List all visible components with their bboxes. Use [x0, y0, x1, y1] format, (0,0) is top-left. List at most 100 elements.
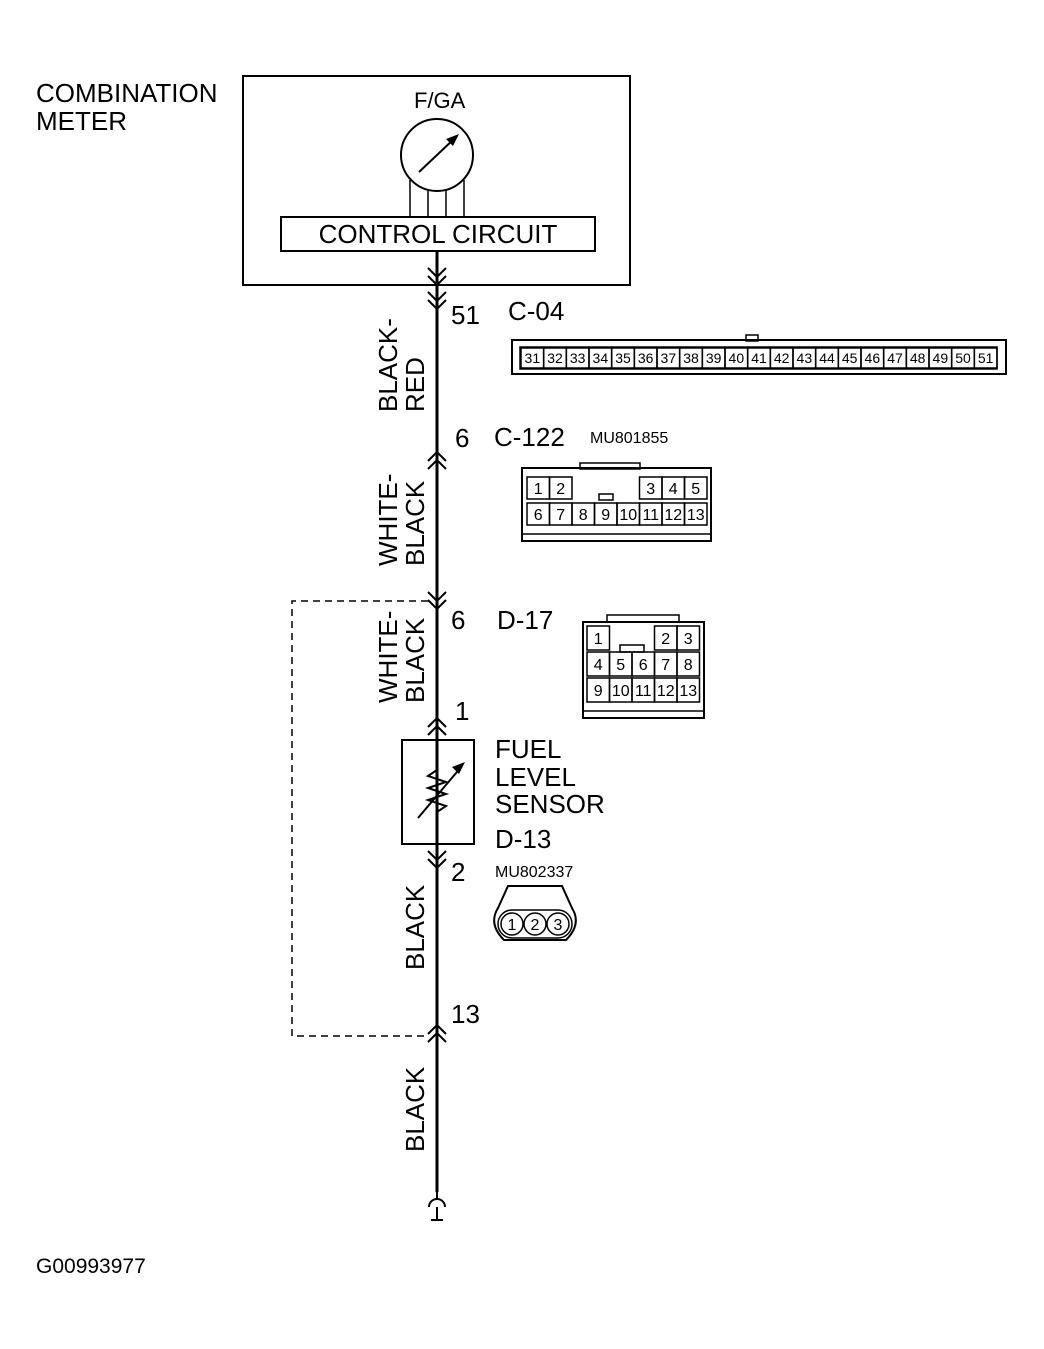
- c122-pin-7: 7: [548, 502, 573, 526]
- connector-pin-label: 11: [635, 683, 652, 700]
- d13-pin-3: 3: [546, 912, 570, 936]
- connector-pin-label: 41: [751, 350, 767, 366]
- connector-pin-label: 40: [729, 350, 745, 366]
- meter-title-line2: METER: [36, 106, 127, 136]
- connector-pin-label: 44: [819, 350, 835, 366]
- c04-pin-32: 32: [542, 347, 568, 369]
- pin-number-6-c122: 6: [455, 423, 469, 453]
- c122-pin-10: 10: [616, 502, 641, 526]
- d17-pin-9: 9: [586, 677, 611, 703]
- c04-pin-33: 33: [565, 347, 590, 369]
- c122-pin-5: 5: [683, 476, 708, 500]
- connector-pin-label: 3: [684, 631, 693, 648]
- d17-pin-11: 11: [631, 677, 656, 703]
- connector-pin-label: 33: [570, 350, 586, 366]
- connector-pin-label: 34: [593, 350, 609, 366]
- c04-pin-48: 48: [905, 347, 930, 369]
- d17-pin-5: 5: [608, 651, 633, 677]
- c122-pin-1: 1: [526, 476, 551, 500]
- wire-color-white-black-2-line2: BLACK: [400, 617, 430, 703]
- connector-pin-label: 51: [978, 350, 994, 366]
- connector-pin-label: 2: [531, 917, 540, 934]
- c04-pin-50: 50: [950, 347, 976, 369]
- connector-pin-label: 42: [774, 350, 790, 366]
- connector-pin-label: 2: [556, 481, 565, 498]
- connector-d13-name: D-13: [495, 824, 551, 854]
- connector-pin-label: 7: [661, 657, 670, 674]
- connector-pin-label: 4: [669, 481, 678, 498]
- wire-color-black-red-line1: BLACK-: [373, 318, 403, 412]
- pin-number-51: 51: [451, 300, 480, 330]
- connector-pin-label: 4: [594, 657, 603, 674]
- c122-pin-3: 3: [638, 476, 663, 500]
- c122-pin-8: 8: [571, 502, 596, 526]
- c04-pin-31: 31: [520, 347, 545, 369]
- c04-pin-49: 49: [928, 347, 953, 369]
- c04-pin-51: 51: [973, 347, 998, 369]
- connector-pin-label: 5: [691, 481, 700, 498]
- connector-pin-label: 12: [664, 507, 682, 524]
- connector-pin-label: 13: [679, 683, 697, 700]
- connector-pin-label: 38: [683, 350, 699, 366]
- connector-chevron-c122: [427, 450, 447, 470]
- figure-id: G00993977: [36, 1255, 146, 1278]
- dashed-shield-line: [291, 600, 428, 1037]
- connector-pin-label: 35: [615, 350, 631, 366]
- wire-color-black-1: BLACK: [400, 884, 430, 970]
- connector-pin-label: 1: [534, 481, 543, 498]
- d17-pin-2: 2: [653, 625, 678, 651]
- connector-pin-label: 43: [797, 350, 813, 366]
- wire-color-white-black-1-line1: WHITE-: [373, 474, 403, 566]
- c04-pin-47: 47: [882, 347, 908, 369]
- d17-pin-6: 6: [631, 651, 656, 677]
- d17-pin-7: 7: [653, 651, 678, 677]
- connector-pin-label: 5: [616, 657, 625, 674]
- connector-pin-label: 47: [887, 350, 903, 366]
- connector-chevron-d17: [427, 591, 447, 611]
- connector-pin-label: 10: [619, 507, 637, 524]
- connector-pin-label: 32: [547, 350, 563, 366]
- meter-title-line1: COMBINATION: [36, 78, 218, 108]
- c122-pin-4: 4: [661, 476, 686, 500]
- connector-pin-label: 36: [638, 350, 654, 366]
- connector-c122-part-number: MU801855: [590, 430, 668, 447]
- connector-pin-label: 9: [601, 507, 610, 524]
- c122-pin-13: 13: [683, 502, 708, 526]
- wire-color-black-red-line2: RED: [400, 357, 430, 412]
- c122-pin-12: 12: [661, 502, 686, 526]
- d17-pin-8: 8: [676, 651, 701, 677]
- c122-pin-9: 9: [593, 502, 618, 526]
- control-circuit-label: CONTROL CIRCUIT: [319, 219, 558, 249]
- connector-d13-part-number: MU802337: [495, 864, 573, 881]
- sensor-label-line2: LEVEL: [495, 762, 576, 792]
- wire-color-white-black-2-line1: WHITE-: [373, 611, 403, 703]
- connector-pin-label: 31: [525, 350, 541, 366]
- connector-pin-label: 12: [657, 683, 675, 700]
- connector-pin-label: 37: [661, 350, 677, 366]
- c04-pin-38: 38: [678, 347, 704, 369]
- d17-pin-13: 13: [676, 677, 701, 703]
- connector-chevron-13: [427, 1023, 447, 1043]
- connector-d13-diagram: [493, 885, 577, 941]
- pin-number-2: 2: [451, 857, 465, 887]
- connector-pin-label: 1: [594, 631, 603, 648]
- connector-chevron-sensor-top: [427, 716, 447, 736]
- c04-pin-37: 37: [656, 347, 681, 369]
- c04-pin-39: 39: [701, 347, 726, 369]
- connector-pin-label: 48: [910, 350, 926, 366]
- connector-pin-label: 39: [706, 350, 722, 366]
- connector-pin-label: 3: [646, 481, 655, 498]
- d17-pin-10: 10: [608, 677, 633, 703]
- c122-pin-11: 11: [638, 502, 663, 526]
- c04-pin-35: 35: [610, 347, 636, 369]
- c04-pin-46: 46: [860, 347, 885, 369]
- connector-d17-diagram: [582, 614, 705, 719]
- sensor-label-line3: SENSOR: [495, 789, 605, 819]
- d17-pin-1: 1: [586, 625, 611, 651]
- c04-pin-43: 43: [792, 347, 817, 369]
- c04-pin-42: 42: [769, 347, 794, 369]
- d17-pin-12: 12: [653, 677, 678, 703]
- c122-pin-2: 2: [548, 476, 573, 500]
- connector-pin-label: 10: [612, 683, 630, 700]
